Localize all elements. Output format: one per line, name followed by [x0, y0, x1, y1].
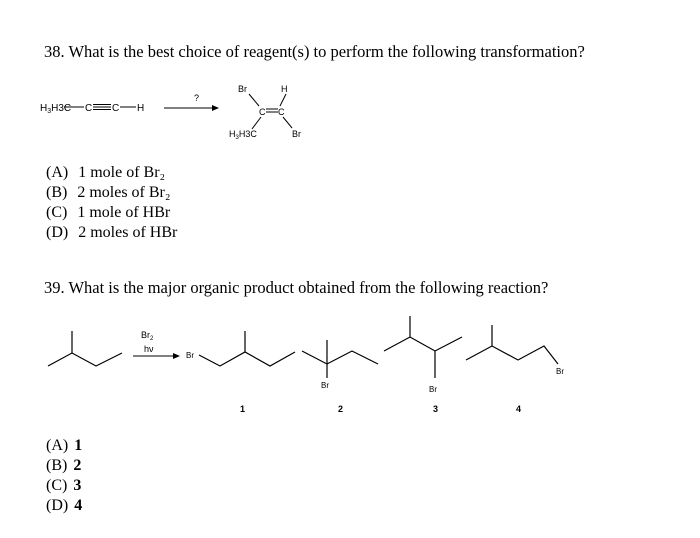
product-h-top: H	[281, 84, 288, 94]
bond-line	[279, 93, 287, 107]
reactant-h-label: H	[137, 103, 144, 114]
product-1-br: Br	[186, 351, 194, 360]
option-39-a: (A)1	[46, 437, 83, 454]
reactant-carbon-1: C	[85, 103, 92, 114]
option-38-c: (C)1 mole of HBr	[46, 204, 171, 221]
product-number-3: 3	[433, 404, 438, 414]
option-39-b: (B)2	[46, 457, 82, 474]
product-4-skeleton	[465, 345, 559, 365]
reactant-carbon-2: C	[112, 103, 119, 114]
reactant-39-skeleton	[47, 352, 123, 367]
question-38-text: 38. What is the best choice of reagent(s…	[44, 42, 585, 61]
product-br-top: Br	[238, 84, 247, 94]
reactant-h3c-label: H3H3C	[40, 103, 71, 115]
product-3-br: Br	[429, 385, 437, 394]
double-bond	[266, 108, 278, 113]
option-38-d: (D)2 moles of HBr	[46, 224, 178, 241]
reagent-br2: Br2	[141, 330, 154, 342]
option-39-c: (C)3	[46, 477, 82, 494]
product-2-skeleton	[301, 350, 379, 365]
bond-line	[251, 116, 262, 130]
product-2-br: Br	[321, 381, 329, 390]
arrow-question-mark: ?	[194, 93, 199, 103]
product-br-bottom: Br	[292, 129, 301, 139]
product-1-skeleton	[198, 351, 296, 367]
product-3-skeleton	[383, 336, 463, 352]
product-carbon-2: C	[278, 107, 285, 117]
product-number-4: 4	[516, 404, 521, 414]
product-number-1: 1	[240, 404, 245, 414]
arrow-head	[212, 105, 219, 111]
reagent-hv: hν	[144, 344, 154, 354]
product-4-br: Br	[556, 367, 564, 376]
question-39-text: 39. What is the major organic product ob…	[44, 278, 549, 297]
arrow-head	[173, 353, 180, 359]
bond-line	[248, 93, 260, 107]
option-38-a: (A)1 mole of Br₂	[46, 164, 166, 181]
bond-line	[282, 116, 293, 129]
product-number-2: 2	[338, 404, 343, 414]
product-h3c: H3H3C	[229, 129, 257, 141]
option-39-d: (D)4	[46, 497, 83, 514]
triple-bond	[93, 104, 111, 110]
option-38-b: (B)2 moles of Br₂	[46, 184, 171, 201]
product-carbon-1: C	[259, 107, 266, 117]
